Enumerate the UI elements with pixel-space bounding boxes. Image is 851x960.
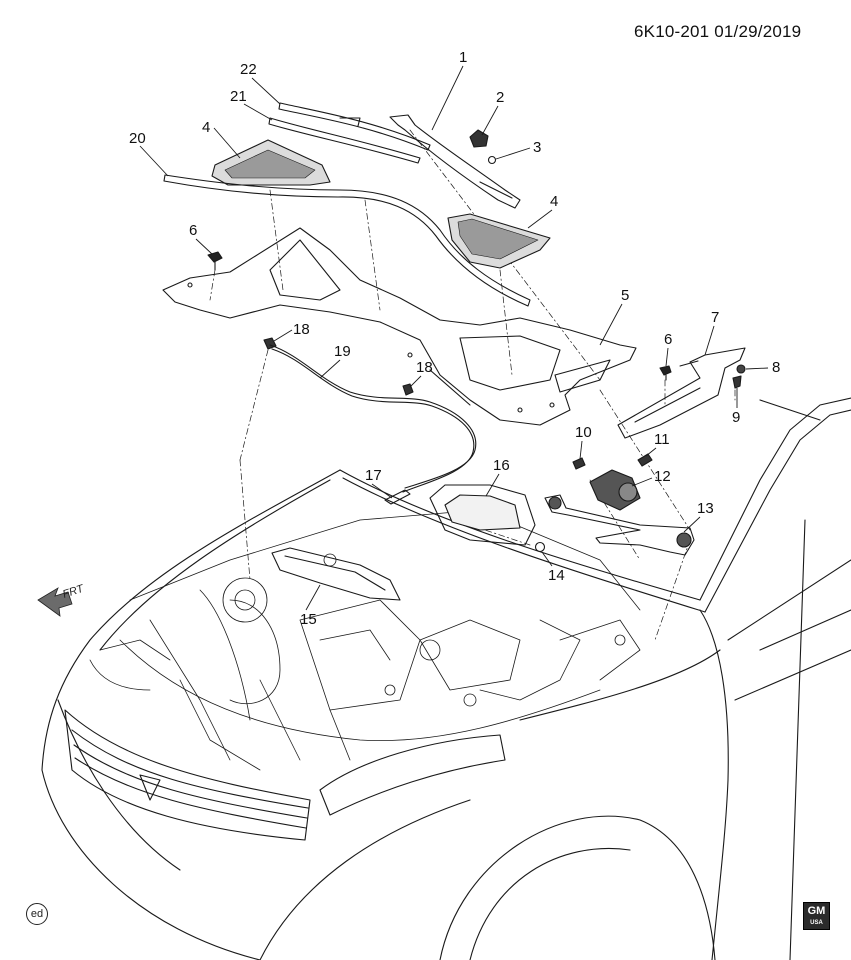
- part-17-washer-nozzle: [384, 489, 411, 505]
- part-12-wiper-motor: [589, 469, 641, 511]
- vehicle-front-outline: [41, 397, 851, 960]
- callout-14: 14: [548, 567, 565, 584]
- part-4-cowl-grille-left: [211, 139, 331, 186]
- part-14-grommet: [534, 541, 546, 553]
- illustration-code: 6K10-201 01/29/2019: [634, 22, 802, 41]
- arrow-front-icon: [37, 587, 73, 617]
- callout-22: 22: [240, 61, 257, 78]
- callout-11: 11: [654, 431, 670, 448]
- ed-mark: ed: [26, 903, 48, 925]
- callout-4-left: 4: [202, 119, 210, 136]
- callout-20: 20: [129, 130, 146, 147]
- part-20-cowl-seal: [163, 174, 531, 307]
- part-2-nut-cap: [469, 129, 489, 148]
- callout-leaders: [139, 65, 769, 611]
- callout-21: 21: [230, 88, 247, 105]
- callout-6-left: 6: [189, 222, 197, 239]
- gm-logo-sub: USA: [810, 920, 823, 926]
- callout-15: 15: [300, 611, 317, 628]
- part-7-side-panel: [617, 347, 746, 439]
- callout-18-right: 18: [416, 359, 433, 376]
- gm-logo-text: GM: [807, 905, 826, 917]
- callout-18-left: 18: [293, 321, 310, 338]
- callout-5: 5: [621, 287, 629, 304]
- callout-19: 19: [334, 343, 351, 360]
- part-6-push-pin-right: [659, 365, 672, 381]
- part-8-nut: [736, 364, 746, 374]
- part-5-cowl-panel: [162, 227, 637, 426]
- part-16-air-duct: [429, 484, 536, 546]
- callout-3: 3: [533, 139, 541, 156]
- engine-bay: [89, 509, 641, 771]
- front-direction-marker: FRT: [37, 582, 86, 617]
- part-18-clip-left: [263, 337, 277, 350]
- callout-2: 2: [496, 89, 504, 106]
- part-11-bolt: [637, 453, 653, 467]
- part-1-wiper-arm: [389, 114, 521, 209]
- part-13-wiper-linkage: [544, 494, 695, 556]
- callout-8: 8: [772, 359, 780, 376]
- callout-4-right: 4: [550, 193, 558, 210]
- part-21-wiper-blade-insert: [268, 117, 421, 164]
- callout-16: 16: [493, 457, 510, 474]
- part-15-cowl-filler: [271, 547, 401, 601]
- part-4-cowl-grille-right: [447, 213, 551, 269]
- callout-17: 17: [365, 467, 382, 484]
- callout-1: 1: [459, 49, 467, 66]
- frt-label: FRT: [61, 582, 86, 600]
- part-6-push-pin-left: [207, 251, 223, 271]
- part-22-wiper-blade: [278, 102, 431, 151]
- callout-6-right: 6: [664, 331, 672, 348]
- part-19-washer-hose: [269, 344, 477, 493]
- callout-12: 12: [654, 468, 671, 485]
- callout-labels: 1 2 3 4 4 5 6 6 7 8 9 10 11 12 13 14 15 …: [129, 49, 780, 628]
- callout-13: 13: [697, 500, 714, 517]
- part-10-bolt: [572, 457, 586, 470]
- part-3-nut: [487, 155, 497, 165]
- part-9-clip: [732, 375, 742, 389]
- callout-7: 7: [711, 309, 719, 326]
- front-grille: [64, 709, 311, 841]
- gm-logo: GM USA: [803, 902, 830, 930]
- callout-9: 9: [732, 409, 740, 426]
- leader-lines: [209, 129, 736, 641]
- callout-10: 10: [575, 424, 592, 441]
